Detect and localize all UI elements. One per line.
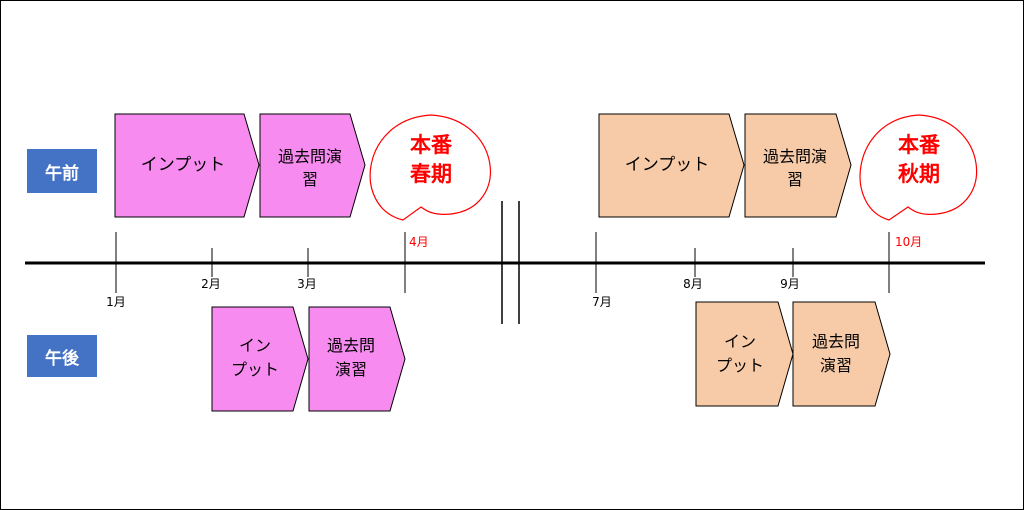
autumn-morning-past-label-1: 過去問演 bbox=[763, 147, 827, 166]
spring-afternoon-past-label-2: 演習 bbox=[335, 360, 367, 379]
label-aug: 8月 bbox=[683, 277, 703, 291]
autumn-afternoon-past-block: 過去問 演習 bbox=[792, 301, 891, 407]
spring-morning-past-label-2: 習 bbox=[302, 170, 318, 189]
autumn-afternoon-input-block: イン プット bbox=[695, 301, 794, 407]
label-mar: 3月 bbox=[297, 277, 317, 291]
badge-afternoon: 午後 bbox=[27, 335, 97, 377]
label-oct: 10月 bbox=[895, 235, 922, 249]
autumn-morning-past-block: 過去問演 習 bbox=[744, 113, 852, 218]
spring-morning-input-block: インプット bbox=[114, 113, 260, 218]
label-jul: 7月 bbox=[592, 295, 612, 309]
spring-afternoon-input-block: イン プット bbox=[211, 306, 309, 412]
spring-morning-past-block: 過去問演 習 bbox=[259, 113, 366, 218]
autumn-afternoon-input-label-1: イン bbox=[724, 332, 756, 351]
spring-exam-label-1: 本番 bbox=[410, 133, 453, 157]
spring-morning-past-label-1: 過去問演 bbox=[278, 147, 342, 166]
autumn-afternoon-past-label-2: 演習 bbox=[820, 356, 852, 375]
label-apr: 4月 bbox=[409, 235, 429, 249]
autumn-exam-label-1: 本番 bbox=[898, 133, 941, 157]
label-sep: 9月 bbox=[780, 277, 800, 291]
label-jan: 1月 bbox=[106, 295, 126, 309]
autumn-afternoon-past-label-1: 過去問 bbox=[812, 332, 860, 351]
spring-exam-callout: 本番 春期 bbox=[369, 114, 491, 221]
spring-exam-label-2: 春期 bbox=[410, 162, 452, 186]
autumn-morning-input-block: インプット bbox=[598, 113, 745, 218]
label-feb: 2月 bbox=[201, 277, 221, 291]
spring-morning-input-label: インプット bbox=[141, 155, 226, 175]
autumn-morning-past-label-2: 習 bbox=[787, 170, 803, 189]
autumn-morning-input-label: インプット bbox=[625, 155, 710, 175]
autumn-exam-label-2: 秋期 bbox=[898, 162, 940, 186]
spring-afternoon-input-label-1: イン bbox=[239, 336, 271, 355]
spring-afternoon-past-block: 過去問 演習 bbox=[308, 306, 406, 412]
autumn-exam-callout: 本番 秋期 bbox=[859, 114, 978, 221]
spring-afternoon-input-label-2: プット bbox=[231, 360, 279, 379]
spring-afternoon-past-label-1: 過去問 bbox=[327, 336, 375, 355]
autumn-afternoon-input-label-2: プット bbox=[716, 356, 764, 375]
badge-morning: 午前 bbox=[27, 149, 97, 193]
